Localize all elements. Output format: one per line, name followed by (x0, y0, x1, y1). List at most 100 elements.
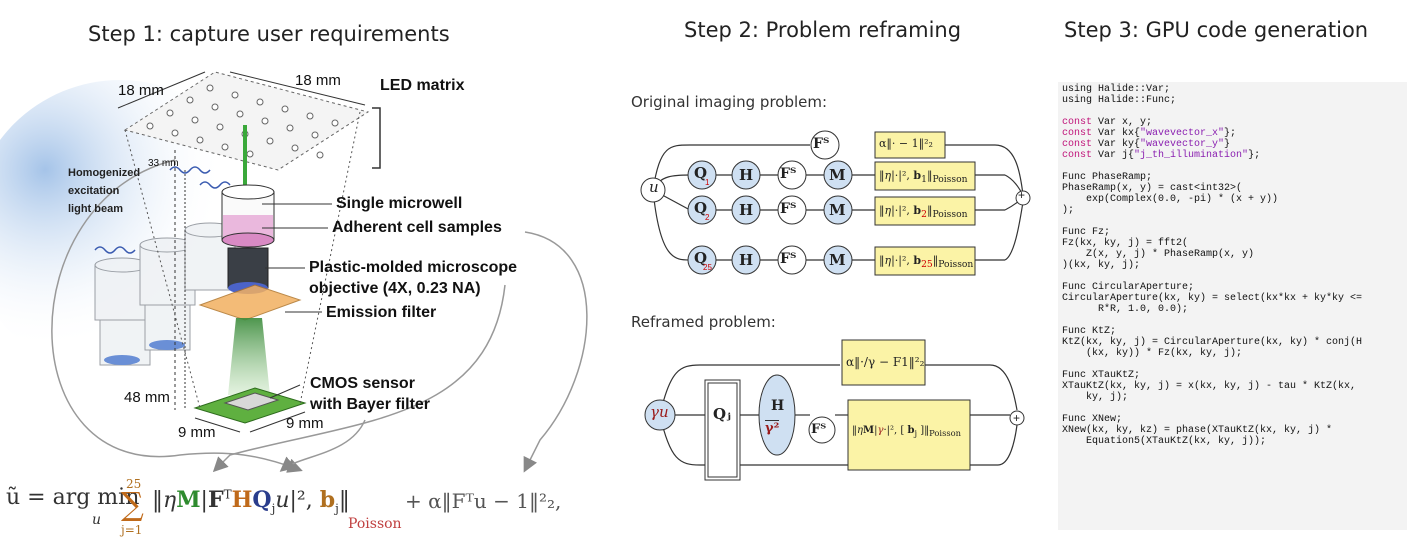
node-gamma-sq: γ² (765, 420, 780, 436)
label-objective-1: Plastic-molded microscope (309, 259, 518, 276)
light-beam-line-2: excitation (68, 185, 120, 197)
node-h2: H (739, 201, 754, 219)
poisson-box-2: ‖η|·|², b2‖Poisson (879, 204, 968, 221)
original-nodes (640, 130, 1031, 276)
code-line: XNew(kx, ky, kz) = phase(XTauKtZ(kx, ky,… (1062, 425, 1333, 436)
tube-light-1 (104, 355, 140, 365)
code-line (1062, 315, 1403, 326)
plus-node-top: + (1018, 188, 1026, 202)
code-line: CircularAperture(kx, ky) = select(kx*kx … (1062, 293, 1363, 304)
code-line (1062, 216, 1403, 227)
node-ft-reframed: Fᵀ (811, 422, 827, 437)
poisson-sub-1: Poisson (932, 174, 968, 186)
reg-box-top: α‖· − 1‖²₂ (879, 137, 933, 150)
code-line: Func CircularAperture; (1062, 282, 1195, 293)
dim-bottom-left: 9 mm (178, 424, 216, 441)
label-objective-2: objective (4X, 0.23 NA) (309, 280, 481, 297)
code-line: const Var kx{"wavevector_x"}; (1062, 128, 1237, 139)
formula-sigma: ∑ (121, 485, 144, 523)
poisson-sub-reframed: Poisson (929, 428, 961, 438)
node-h25: H (739, 251, 754, 269)
node-ft-top: Fᵀ (813, 136, 830, 152)
code-line: exp(Complex(0.0, -pi) * (x + y)) (1062, 194, 1279, 205)
label-sensor-2: with Bayer filter (310, 396, 431, 413)
leader-sensor (269, 384, 301, 399)
dim-led-height: 33 mm (148, 158, 179, 169)
code-line (1062, 271, 1403, 282)
light-beam-line-1: Homogenized (68, 167, 141, 179)
node-q25: Q (694, 249, 708, 267)
code-block: using Halide::Var;using Halide::Func; co… (1058, 82, 1407, 449)
node-h-over-gamma: H (771, 398, 785, 414)
arrow-objective-to-formula (212, 284, 506, 473)
code-line: Func XNew; (1062, 414, 1123, 425)
formula-poisson: Poisson (348, 516, 402, 532)
code-line: PhaseRamp(x, y) = cast<int32>( (1062, 183, 1243, 194)
emission-filter (198, 284, 302, 321)
code-line: Func KtZ; (1062, 326, 1117, 337)
node-m25: M (829, 251, 846, 269)
wave-3 (94, 246, 136, 254)
poisson-box-reframed: ‖ηM|γ·|², [ bj ]‖Poisson (852, 425, 961, 438)
formula-sum-top: 25 (126, 477, 142, 491)
led-matrix-plane (123, 71, 370, 171)
b-sub-25: 25 (921, 259, 933, 271)
node-q2: Q (694, 199, 708, 217)
code-line (1062, 403, 1403, 414)
microwell-bottom (221, 232, 275, 248)
code-line: Z(x, y, j) * PhaseRamp(x, y) (1062, 249, 1255, 260)
formula-regularizer: + α‖Fᵀu − 1‖²₂, (405, 489, 562, 513)
node-q1-sub: 1 (705, 178, 710, 187)
label-led-matrix: LED matrix (380, 77, 465, 94)
hardware-illustration (0, 71, 588, 473)
code-line: const Var j{"j_th_illumination"}; (1062, 150, 1261, 161)
formula-sum-bottom: j=1 (121, 523, 143, 537)
problem-diagram (640, 130, 1031, 481)
formula-body: ‖ηM|FTHQju|², bj‖ (152, 487, 350, 516)
label-emission-filter: Emission filter (326, 304, 437, 321)
objective-body (227, 247, 269, 289)
wave-2 (199, 181, 231, 189)
code-line: Equation5(XTauKtZ(kx, ky, j)); (1062, 436, 1267, 447)
dim-line-bottom-left (194, 417, 241, 433)
b-sub-2: 2 (921, 209, 927, 221)
dim-bottom-right: 9 mm (286, 415, 324, 432)
poisson-sub-2: Poisson (932, 209, 968, 221)
code-line: Func XTauKtZ; (1062, 370, 1141, 381)
code-line: KtZ(kx, ky, j) = CircularAperture(kx, ky… (1062, 337, 1363, 348)
formula-under: u (92, 512, 102, 528)
code-line: )(kx, ky, j); (1062, 260, 1141, 271)
frustum-right (299, 111, 361, 405)
reframed-nodes (644, 339, 1025, 481)
code-line: using Halide::Var; (1062, 84, 1171, 95)
node-m2: M (829, 201, 846, 219)
formula-lhs: ũ = arg min (6, 485, 140, 510)
dim-top-right: 18 mm (295, 72, 341, 89)
code-line: Func Fz; (1062, 227, 1111, 238)
cmos-sensor (223, 392, 280, 411)
step1-title: Step 1: capture user requirements (88, 22, 450, 46)
code-line: R*R, 1.0, 0.0); (1062, 304, 1189, 315)
code-line: Func PhaseRamp; (1062, 172, 1153, 183)
code-line: XTauKtZ(kx, ky, j) = x(kx, ky, j) - tau … (1062, 381, 1357, 392)
code-line (1062, 359, 1403, 370)
node-q25-sub: 25 (703, 263, 712, 272)
arrow-cells-to-formula (523, 231, 588, 473)
node-m1: M (829, 166, 846, 184)
code-line: (kx, ky)) * Fz(kx, ky, j); (1062, 348, 1243, 359)
dim-top-left: 18 mm (118, 82, 164, 99)
step3-title: Step 3: GPU code generation (1064, 18, 1369, 42)
node-u: u (649, 178, 659, 196)
arrow-led-to-formula (51, 159, 303, 473)
dim-line-bottom-right (249, 411, 306, 433)
code-line: const Var ky{"wavevector_y"} (1062, 139, 1231, 150)
poisson-box-25: ‖η|·|², b25‖Poisson (879, 254, 974, 271)
microwell-top (221, 184, 275, 200)
node-h1: H (739, 166, 754, 184)
code-panel: using Halide::Var;using Halide::Func; co… (1058, 82, 1407, 530)
node-ft2: Fᵀ (780, 201, 797, 217)
node-qj: Qⱼ (713, 405, 731, 423)
tube-light-2 (149, 340, 185, 350)
label-sensor-1: CMOS sensor (310, 375, 415, 392)
poisson-box-1: ‖η|·|², b1‖Poisson (879, 169, 968, 186)
